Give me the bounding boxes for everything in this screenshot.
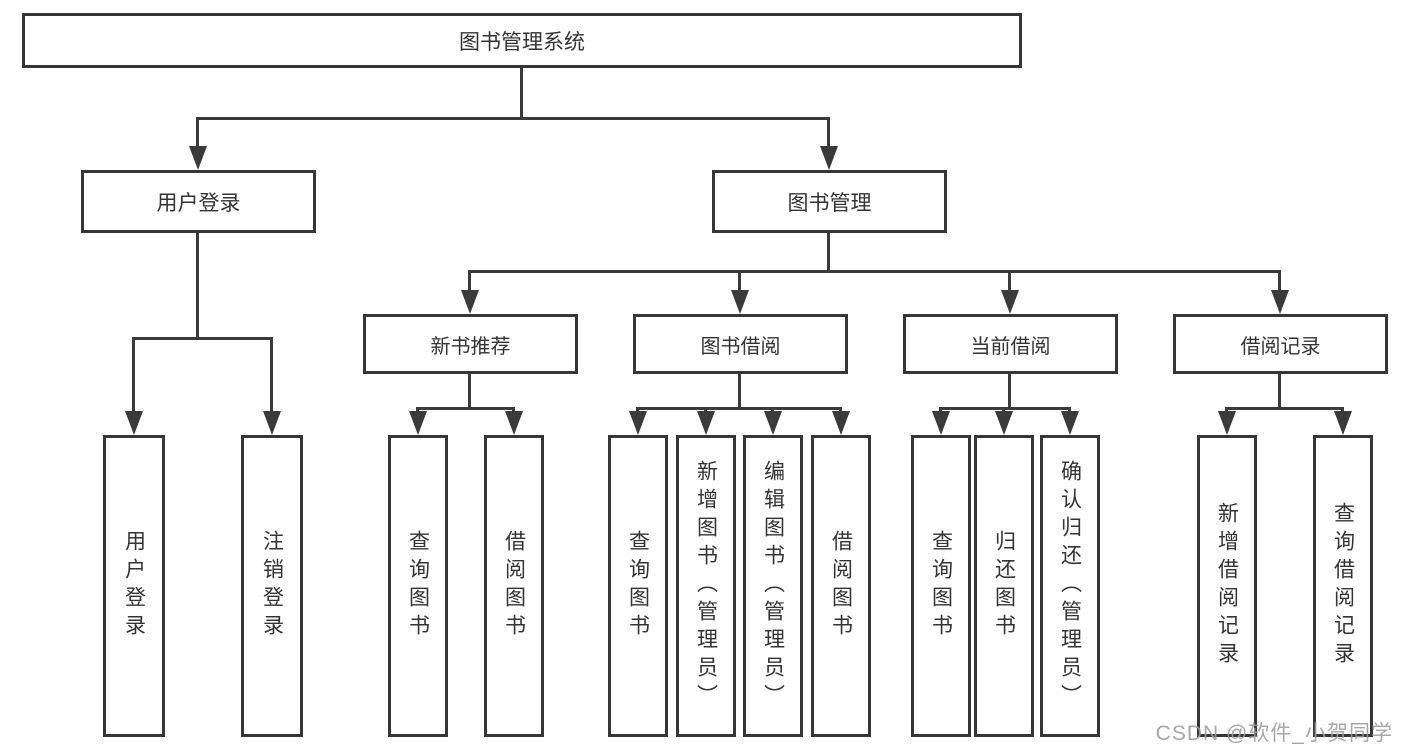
node-label: 新书推荐 bbox=[430, 335, 511, 358]
leaf-query-books-borrowing: 查询图书 bbox=[608, 435, 668, 737]
node-label: 当前借阅 bbox=[970, 335, 1051, 358]
connector-line bbox=[270, 338, 273, 413]
node-label: 归还图书 bbox=[992, 530, 1016, 642]
leaf-query-books-current: 查询图书 bbox=[911, 435, 971, 737]
arrowhead-down-icon bbox=[1271, 290, 1289, 314]
arrowhead-down-icon bbox=[409, 411, 427, 435]
arrowhead-down-icon bbox=[832, 411, 850, 435]
node-book-borrowing: 图书借阅 bbox=[633, 314, 848, 374]
node-borrowing-records: 借阅记录 bbox=[1173, 314, 1388, 374]
arrowhead-down-icon bbox=[697, 411, 715, 435]
connector-line bbox=[196, 117, 830, 120]
node-label: 借阅记录 bbox=[1240, 335, 1321, 358]
node-label: 新增借阅记录 bbox=[1215, 502, 1239, 670]
leaf-add-books-admin: 新增图书（管理员） bbox=[676, 435, 736, 737]
connector-line bbox=[1008, 271, 1011, 292]
connector-line bbox=[738, 271, 741, 292]
node-label: 新增图书（管理员） bbox=[694, 460, 718, 712]
connector-line bbox=[827, 118, 830, 148]
arrowhead-down-icon bbox=[189, 146, 207, 170]
leaf-edit-books-admin: 编辑图书（管理员） bbox=[743, 435, 803, 737]
node-current-borrowing: 当前借阅 bbox=[903, 314, 1118, 374]
csdn-watermark: CSDN @软件_小贺同学 bbox=[1155, 722, 1393, 745]
arrowhead-down-icon bbox=[1001, 290, 1019, 314]
leaf-borrow-books-newbook: 借阅图书 bbox=[484, 435, 544, 737]
leaf-confirm-return-admin: 确认归还（管理员） bbox=[1040, 435, 1100, 737]
node-label: 借阅图书 bbox=[829, 530, 853, 642]
node-label: 编辑图书（管理员） bbox=[761, 460, 785, 712]
connector-line bbox=[132, 338, 135, 413]
leaf-logout: 注销登录 bbox=[241, 435, 303, 737]
connector-line bbox=[468, 270, 1281, 273]
arrowhead-down-icon bbox=[1334, 411, 1352, 435]
arrowhead-down-icon bbox=[629, 411, 647, 435]
connector-line bbox=[416, 407, 515, 410]
node-label: 查询借阅记录 bbox=[1331, 502, 1355, 670]
node-book-management: 图书管理 bbox=[712, 170, 947, 233]
node-label: 注销登录 bbox=[260, 530, 284, 642]
leaf-query-books-newbook: 查询图书 bbox=[388, 435, 448, 737]
connector-line bbox=[1008, 372, 1011, 409]
leaf-add-borrow-record: 新增借阅记录 bbox=[1197, 435, 1257, 737]
node-label: 查询图书 bbox=[626, 530, 650, 642]
arrowhead-down-icon bbox=[125, 411, 143, 435]
connector-line bbox=[939, 407, 1071, 410]
arrowhead-down-icon bbox=[1218, 411, 1236, 435]
arrowhead-down-icon bbox=[995, 411, 1013, 435]
node-label: 借阅图书 bbox=[502, 530, 526, 642]
arrowhead-down-icon bbox=[505, 411, 523, 435]
node-label: 图书借阅 bbox=[700, 335, 781, 358]
connector-line bbox=[468, 372, 471, 409]
leaf-borrow-books-borrowing: 借阅图书 bbox=[811, 435, 871, 737]
arrowhead-down-icon bbox=[932, 411, 950, 435]
leaf-return-books: 归还图书 bbox=[974, 435, 1034, 737]
node-label: 确认归还（管理员） bbox=[1058, 460, 1082, 712]
arrowhead-down-icon bbox=[461, 290, 479, 314]
node-user-login: 用户登录 bbox=[81, 170, 316, 233]
leaf-user-login: 用户登录 bbox=[103, 435, 165, 737]
connector-line bbox=[520, 66, 523, 118]
leaf-query-borrow-record: 查询借阅记录 bbox=[1313, 435, 1373, 737]
connector-line bbox=[1278, 271, 1281, 292]
arrowhead-down-icon bbox=[1061, 411, 1079, 435]
node-label: 用户登录 bbox=[122, 530, 146, 642]
connector-line bbox=[636, 407, 842, 410]
connector-line bbox=[132, 337, 273, 340]
connector-line bbox=[738, 372, 741, 409]
node-root-library-management-system: 图书管理系统 bbox=[22, 13, 1022, 68]
node-label: 用户登录 bbox=[156, 191, 241, 215]
connector-line bbox=[827, 231, 830, 272]
arrowhead-down-icon bbox=[263, 411, 281, 435]
connector-line bbox=[196, 231, 199, 339]
connector-line bbox=[468, 271, 471, 292]
arrowhead-down-icon bbox=[820, 146, 838, 170]
connector-line bbox=[1225, 407, 1344, 410]
node-label: 图书管理 bbox=[787, 191, 872, 215]
node-label: 查询图书 bbox=[406, 530, 430, 642]
node-label: 图书管理系统 bbox=[459, 30, 585, 54]
arrowhead-down-icon bbox=[764, 411, 782, 435]
connector-line bbox=[196, 118, 199, 148]
connector-line bbox=[1278, 372, 1281, 409]
arrowhead-down-icon bbox=[731, 290, 749, 314]
node-label: 查询图书 bbox=[929, 530, 953, 642]
node-new-book-recommendation: 新书推荐 bbox=[363, 314, 578, 374]
